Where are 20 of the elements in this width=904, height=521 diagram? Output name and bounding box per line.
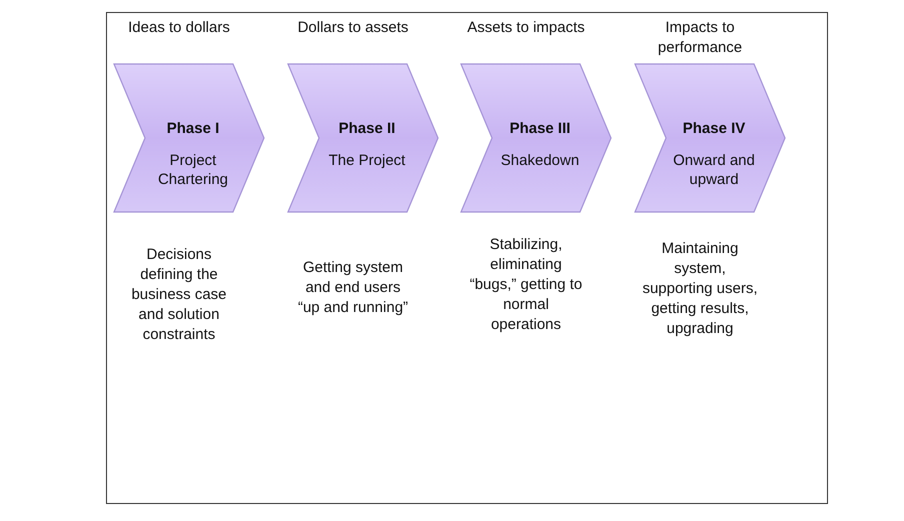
chevron-shape bbox=[287, 63, 439, 213]
chevron-shape bbox=[460, 63, 612, 213]
phase-caption: Assets to impacts bbox=[466, 18, 586, 38]
phase-description: Decisions defining the business case and solution constraints bbox=[130, 245, 228, 345]
phase-caption: Ideas to dollars bbox=[127, 18, 231, 38]
phase-name: Onward and upward bbox=[672, 151, 756, 189]
phase-name: Project Chartering bbox=[156, 151, 230, 189]
phase-caption: Dollars to assets bbox=[296, 18, 410, 38]
phase-title: Phase III bbox=[508, 119, 572, 138]
phase-caption: Impacts to performance bbox=[656, 18, 744, 58]
phase-description: Maintaining system, supporting users, getting results, upgrading bbox=[641, 239, 759, 339]
phase-title: Phase II bbox=[338, 119, 396, 138]
phase-title: Phase I bbox=[166, 119, 220, 138]
phase-name: The Project bbox=[328, 151, 406, 170]
phase-description: Getting system and end users “up and running” bbox=[296, 258, 410, 318]
chevron-shape bbox=[113, 63, 265, 213]
phase-title: Phase IV bbox=[682, 119, 746, 138]
chevron-shape bbox=[634, 63, 786, 213]
phase-description: Stabilizing, eliminating “bugs,” getting to normal operations bbox=[468, 235, 584, 335]
phase-name: Shakedown bbox=[500, 151, 580, 170]
